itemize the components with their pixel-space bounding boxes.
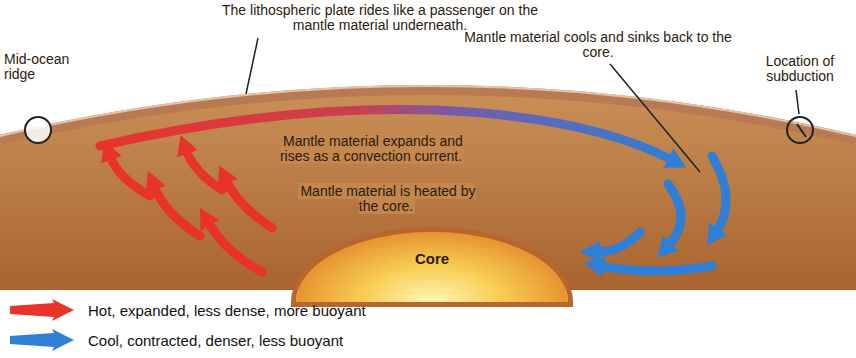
callout-text: Mantle material cools and sinks back to … [464,29,732,60]
legend-text: Hot, expanded, less dense, more buoyant [88,302,366,319]
legend-row: Cool, contracted, denser, less buoyant [8,328,343,352]
legend-text: Cool, contracted, denser, less buoyant [88,332,343,349]
callout-text: Mantle material expands and rises as a c… [280,133,464,164]
callout-text: Mid-ocean ridge [4,51,69,82]
callout-text: The lithospheric plate rides like a pass… [222,2,538,33]
subduction-mark [797,124,806,137]
label-box: Mantle material expands and rises as a c… [272,134,472,164]
leader-lines [246,38,799,172]
subduction-circle [787,117,813,143]
legend-arrow [8,299,76,321]
callout-text: Mantle material is heated by the core. [298,183,475,214]
label-box: The lithospheric plate rides like a pass… [212,3,548,33]
label-box: Mantle material is heated by the core. [292,184,482,214]
label-box: Mid-ocean ridge [4,52,84,82]
callout-text: Location of subduction [766,53,835,84]
legend-row: Hot, expanded, less dense, more buoyant [8,298,366,322]
label-box: Location of subduction [748,54,852,84]
mantle [0,90,856,290]
ridge-circle [25,117,51,143]
label-box: Mantle material cools and sinks back to … [448,30,748,60]
core-label: Core [415,250,449,267]
legend-arrow [8,329,76,351]
